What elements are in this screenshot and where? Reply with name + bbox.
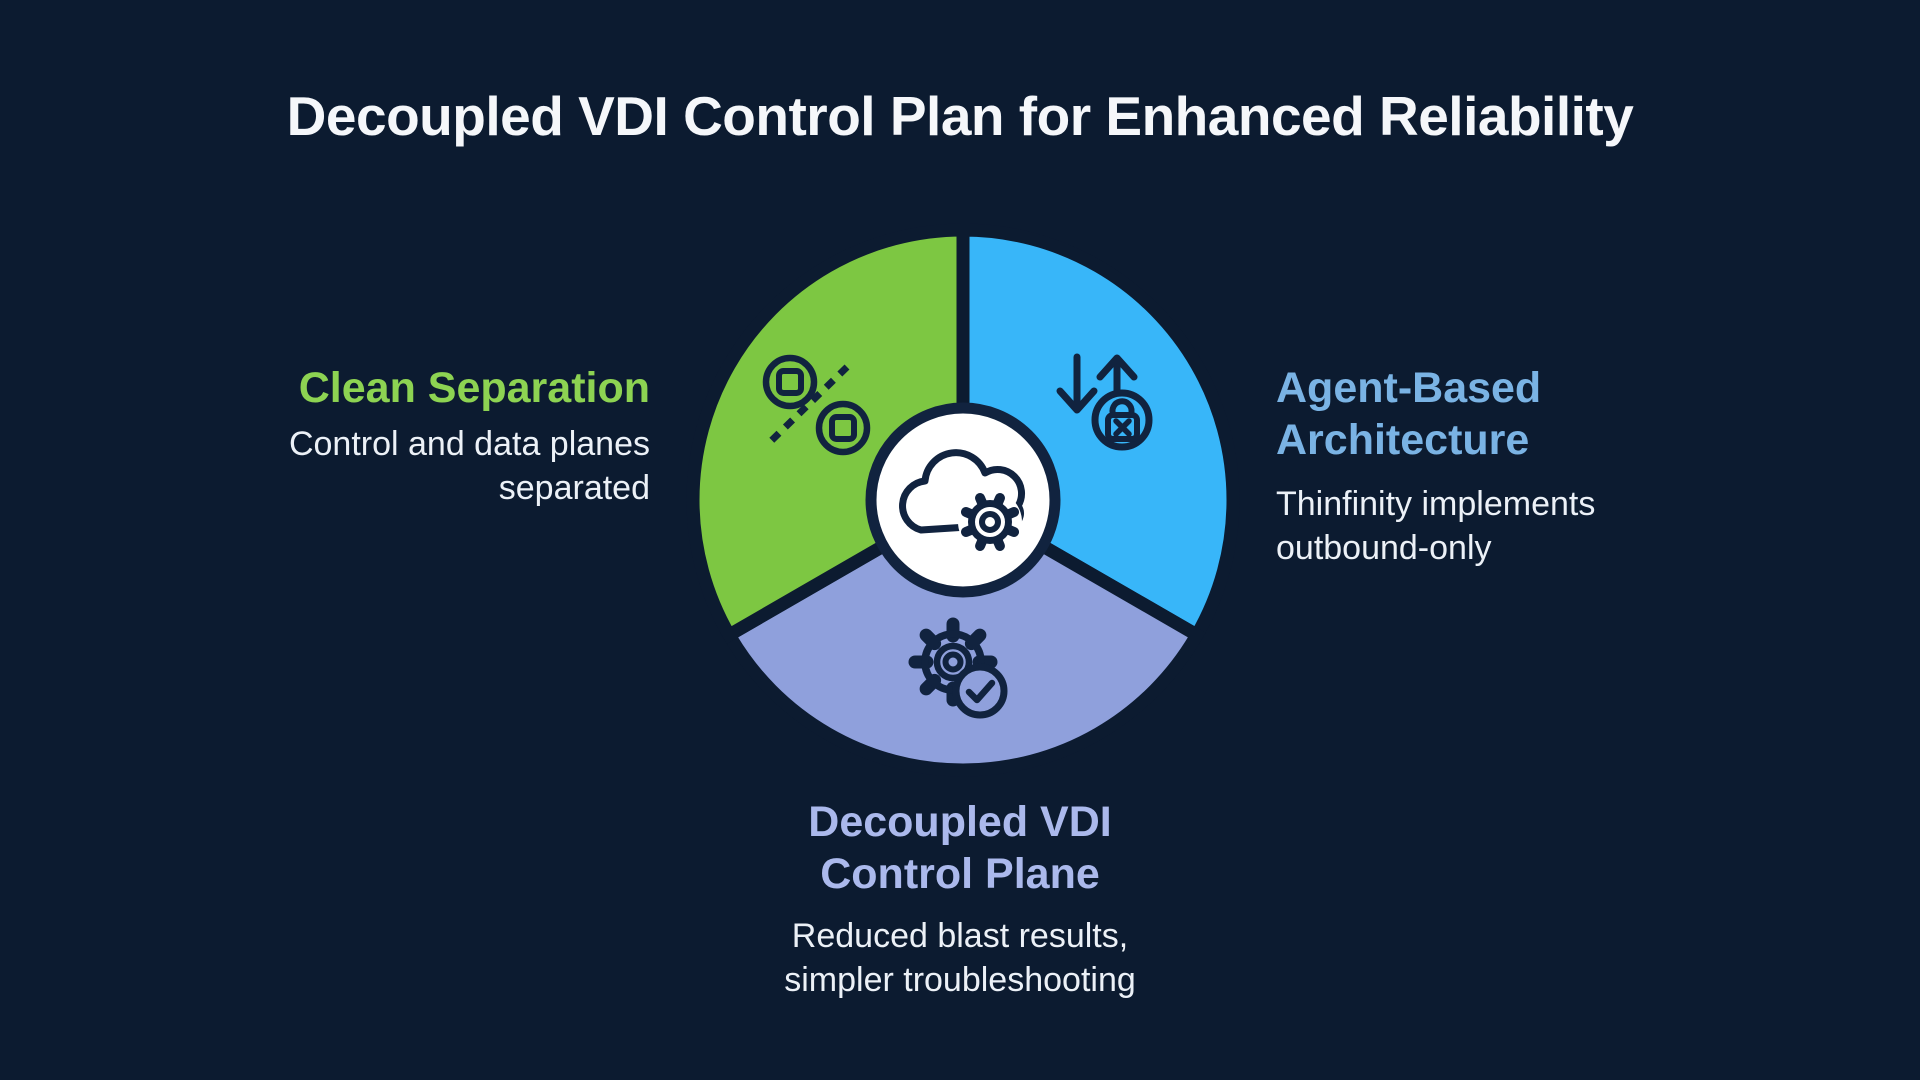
outbound-arrows-lock-icon: [1056, 353, 1153, 451]
cloud-gear-icon: [899, 449, 1026, 554]
label-clean-separation: Clean Separation Control and data planes…: [289, 362, 650, 510]
center-circle: [865, 402, 1061, 598]
clean-separation-description: Control and data planes separated: [288, 425, 650, 507]
label-decoupled-vdi-control-plane: Decoupled VDI Control Plane Reduced blas…: [784, 796, 1136, 1002]
gear-check-icon: [908, 617, 1008, 719]
pie-svg: [686, 223, 1240, 777]
decoupled-vdi-control-plane-heading: Decoupled VDI Control Plane: [808, 798, 1112, 898]
separated-modules-icon: [762, 354, 871, 456]
page-title: Decoupled VDI Control Plan for Enhanced …: [286, 85, 1634, 147]
agent-based-architecture-heading: Agent-Based Architecture: [1276, 364, 1542, 464]
agent-based-architecture-description: Thinfinity implements outbound-only: [1276, 485, 1596, 567]
decoupled-vdi-control-plane-description: Reduced blast results, simpler troublesh…: [784, 917, 1136, 999]
clean-separation-heading: Clean Separation: [298, 364, 650, 412]
label-agent-based-architecture: Agent-Based Architecture Thinfinity impl…: [1276, 362, 1595, 570]
segmented-circle-diagram: [653, 190, 1273, 810]
